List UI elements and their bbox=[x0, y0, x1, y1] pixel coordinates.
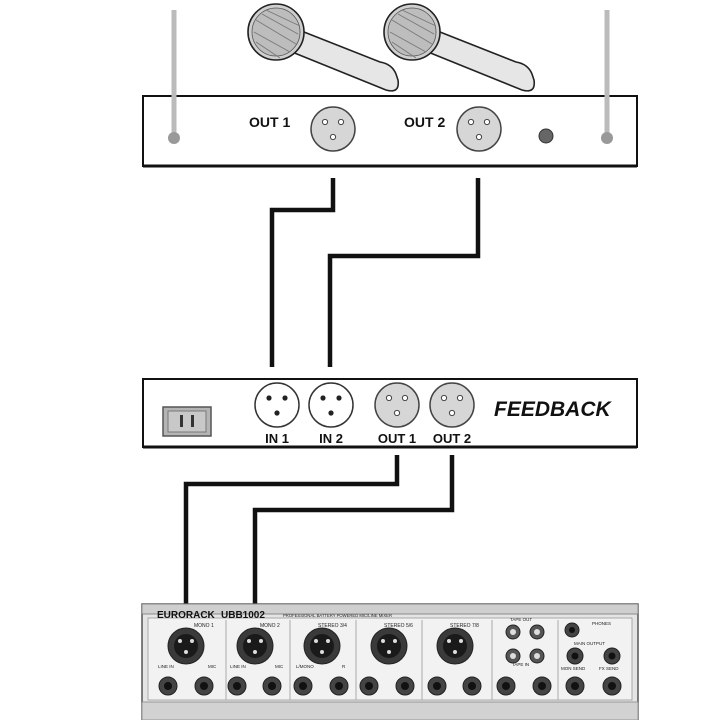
feedback-suppressor: IN 1 IN 2 OUT 1 OUT 2 FEEDBACK bbox=[142, 378, 638, 449]
feedback-out2-label: OUT 2 bbox=[433, 431, 471, 446]
feedback-in1-label: IN 1 bbox=[265, 431, 289, 446]
mixer-ch2-label: MONO 2 bbox=[260, 623, 280, 629]
mixer-main-output-label: MAIN OUTPUT bbox=[574, 641, 605, 646]
feedback-out2-xlr-connector bbox=[429, 382, 475, 428]
mixer-ch56-label: STEREO 5/6 bbox=[384, 623, 413, 629]
mixer-tape-out-label: TAPE OUT bbox=[510, 617, 532, 622]
receiver-out1-label: OUT 1 bbox=[249, 114, 290, 130]
mixer-stereo34-xlr-input bbox=[303, 627, 341, 665]
mixer-l-mono-label: L/MONO bbox=[296, 664, 314, 669]
mixer-fx-send-label: FX SEND bbox=[599, 666, 619, 671]
feedback-out1-xlr-connector bbox=[374, 382, 420, 428]
mixer-ch1-label: MONO 1 bbox=[194, 623, 214, 629]
mixer-mic-label-1: MIC bbox=[208, 664, 217, 669]
mixer-stereo56-xlr-input bbox=[370, 627, 408, 665]
receiver-out2-label: OUT 2 bbox=[404, 114, 445, 130]
mixer-model: UBB1002 bbox=[221, 610, 265, 621]
cable-feedback-out1-to-mixer-mono1 bbox=[183, 455, 400, 604]
mixer-line-in-label-2: LINE IN bbox=[230, 664, 246, 669]
microphone-1 bbox=[247, 3, 400, 92]
mixer-mon-send-label: MON SEND bbox=[561, 666, 586, 671]
cables bbox=[183, 178, 481, 604]
feedback-in2-xlr-connector bbox=[308, 382, 354, 428]
mixer-tape-rca-jacks bbox=[505, 624, 545, 664]
feedback-out1-label: OUT 1 bbox=[378, 431, 416, 446]
mixer-brand: EURORACK bbox=[157, 610, 216, 621]
power-inlet bbox=[162, 406, 212, 437]
mixer-mono1-xlr-input bbox=[167, 627, 205, 665]
mixer-phones-label: PHONES bbox=[592, 621, 611, 626]
mixer-r-label: R bbox=[342, 664, 346, 669]
microphone-2 bbox=[383, 3, 536, 92]
mixer-line-in-label-1: LINE IN bbox=[158, 664, 174, 669]
mixer-ch78-label: STEREO 7/8 bbox=[450, 623, 479, 629]
mixer-mono2-xlr-input bbox=[236, 627, 274, 665]
receiver-out2-xlr-connector bbox=[456, 106, 502, 152]
feedback-in1-xlr-connector bbox=[254, 382, 300, 428]
mixer-tape-in-label: TAPE IN bbox=[512, 662, 529, 667]
cable-receiver-out2-to-feedback-in2 bbox=[327, 178, 481, 367]
cable-feedback-out2-to-mixer-mono2 bbox=[252, 455, 455, 604]
mixer-mic-label-2: MIC bbox=[275, 664, 284, 669]
mixer-tagline: PROFESSIONAL BATTERY POWERED MIC/LINE MI… bbox=[283, 613, 392, 618]
cable-receiver-out1-to-feedback-in1 bbox=[269, 178, 336, 367]
wireless-receiver: OUT 1 OUT 2 bbox=[142, 10, 638, 168]
receiver-out1-xlr-connector bbox=[310, 106, 356, 152]
feedback-title: FEEDBACK bbox=[494, 398, 613, 421]
feedback-in2-label: IN 2 bbox=[319, 431, 343, 446]
mixer-ch34-label: STEREO 3/4 bbox=[318, 623, 347, 629]
mixer-stereo78-xlr-input bbox=[436, 627, 474, 665]
mixer-eurorack-ubb1002: EURORACK UBB1002 PROFESSIONAL BATTERY PO… bbox=[141, 603, 639, 720]
power-jack bbox=[538, 128, 554, 144]
